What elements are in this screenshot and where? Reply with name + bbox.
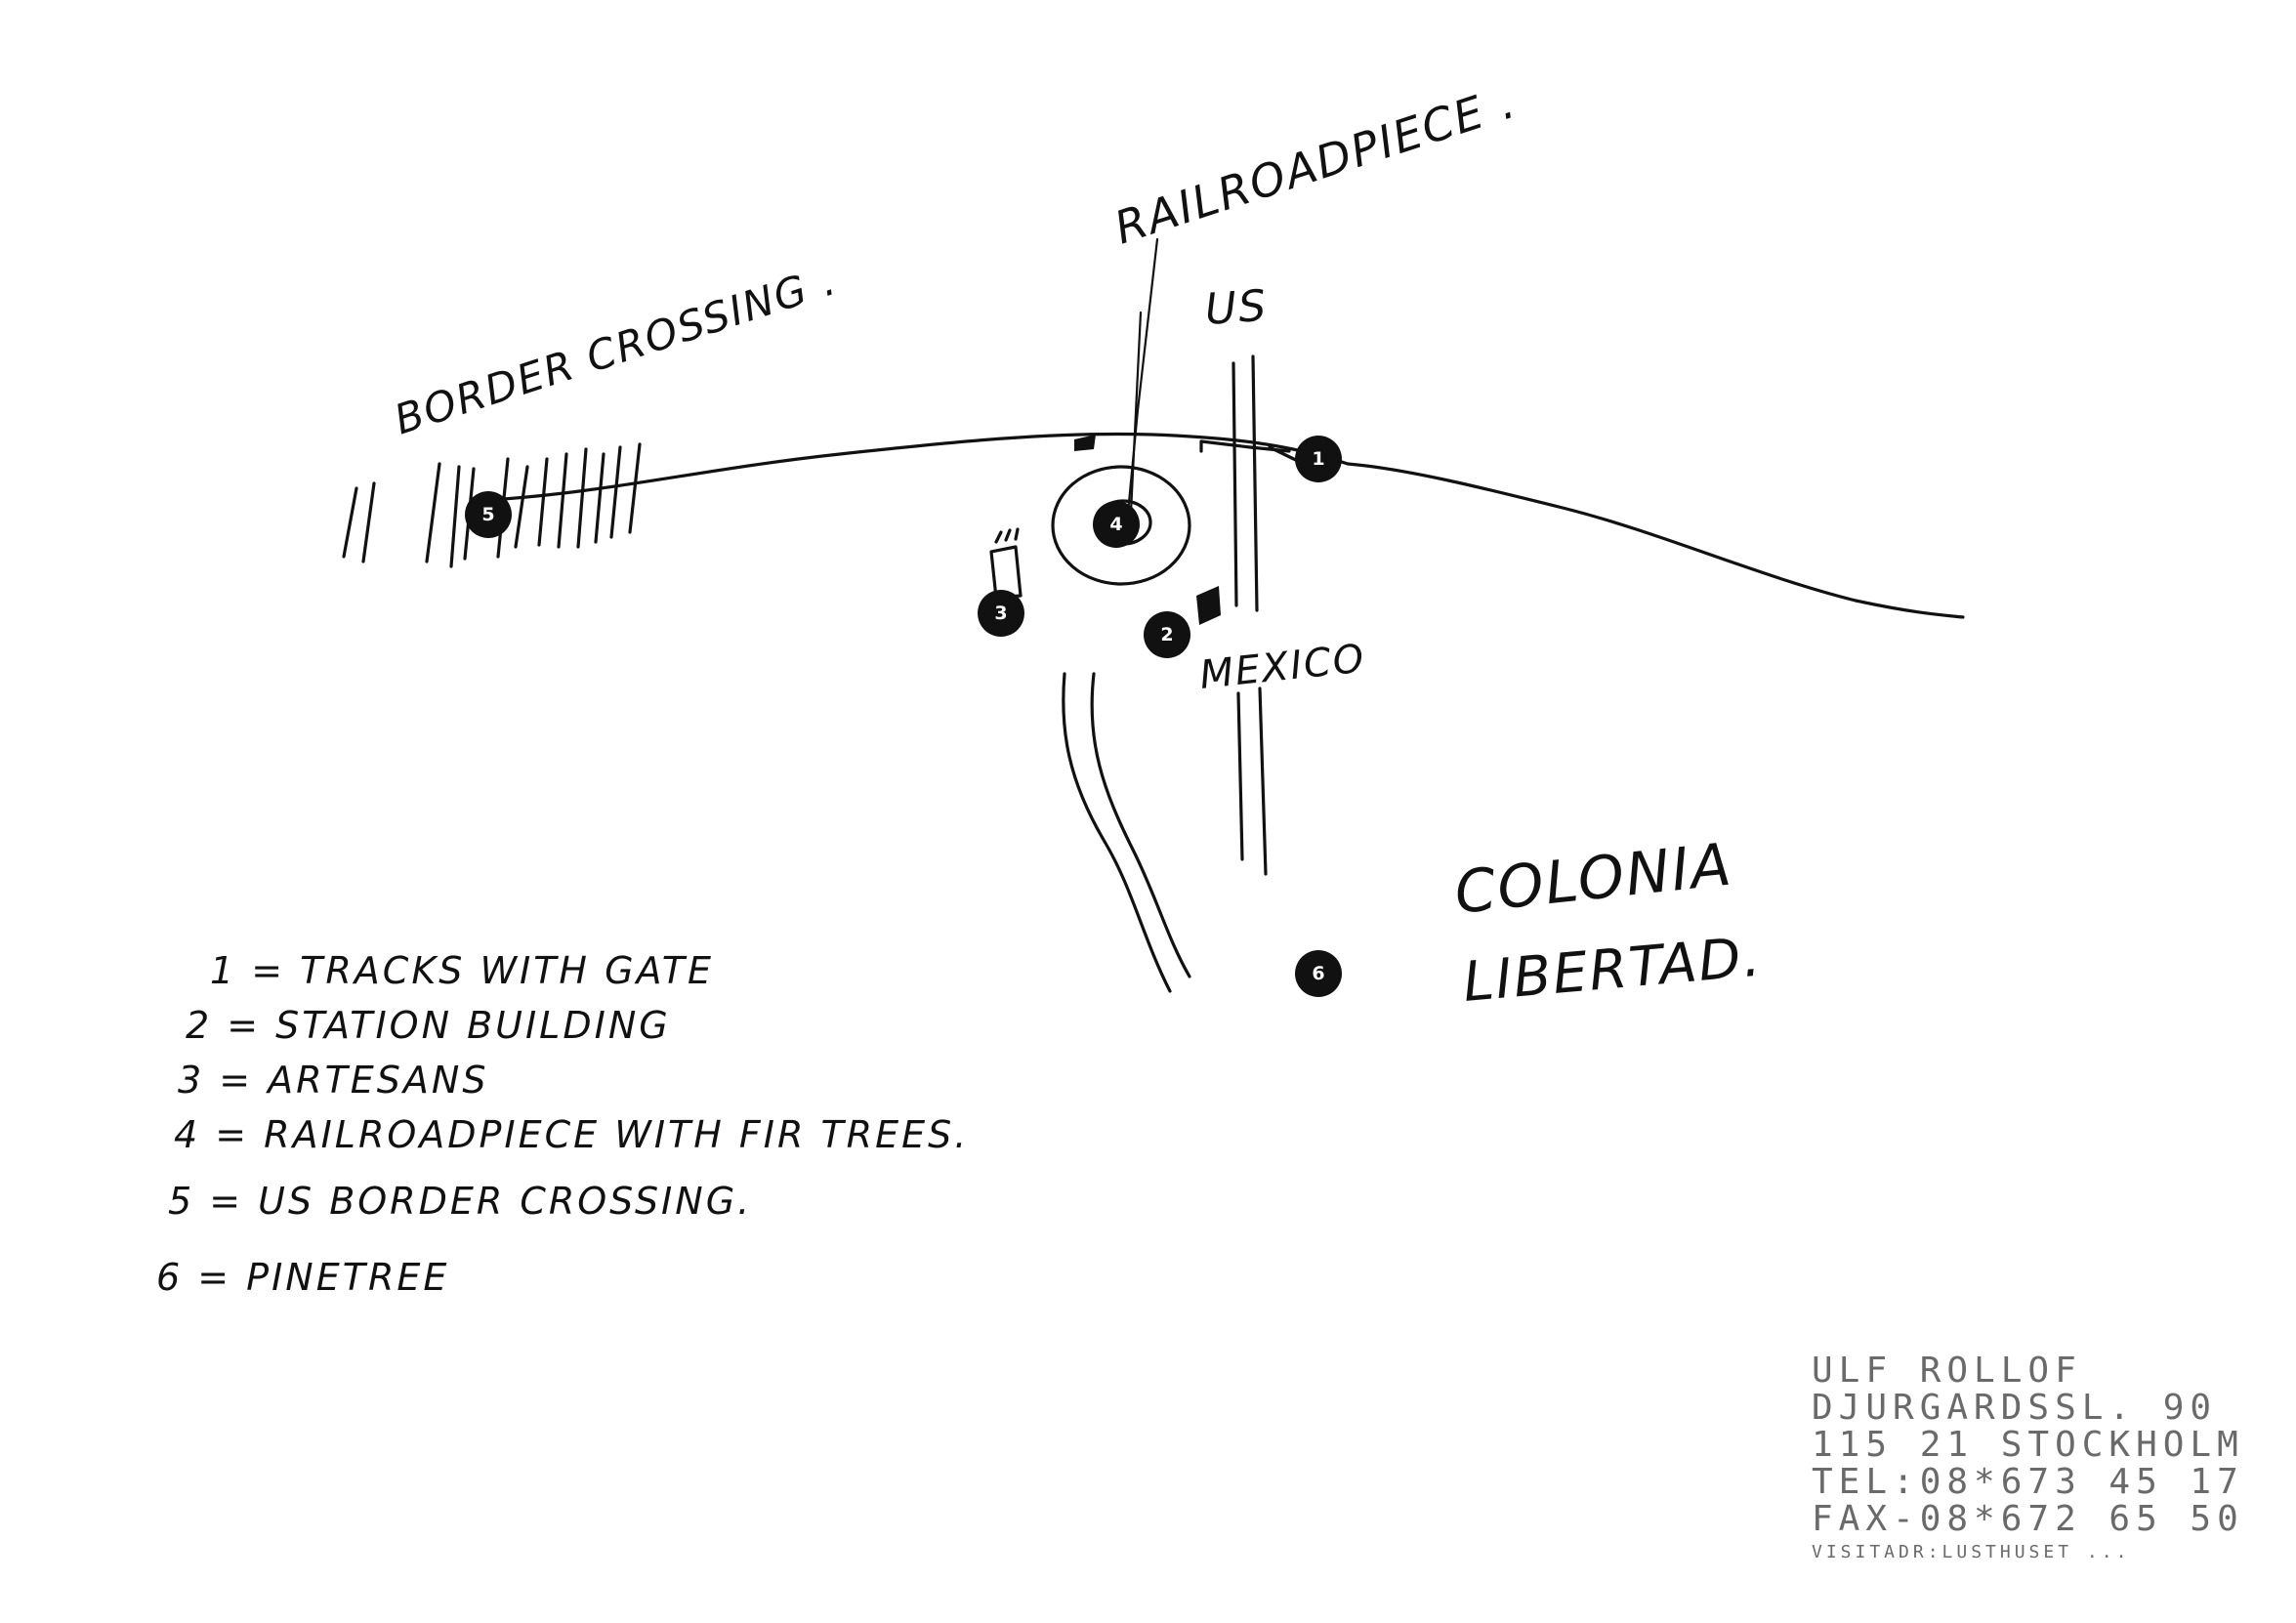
svg-text:3: 3 — [994, 603, 1007, 624]
small-building — [1074, 435, 1096, 451]
legend-item-1: 1 = TRACKS WITH GATE — [210, 949, 714, 992]
legend-item-6: 6 = PINETREE — [156, 1256, 450, 1299]
label-colonia-line2: LIBERTAD. — [1461, 925, 1765, 1014]
stamp-phone: TEL:08*673 45 17 — [1812, 1462, 2244, 1502]
rail-tracks-south — [1236, 687, 1268, 876]
svg-text:1: 1 — [1312, 448, 1324, 470]
address-stamp: ULF ROLLOF DJURGARDSSL. 90 115 21 STOCKH… — [1812, 1351, 2244, 1567]
railroadpiece-outer-ring — [1051, 465, 1191, 586]
legend-item-5: 5 = US BORDER CROSSING. — [168, 1180, 753, 1223]
railroadpiece-pointer — [1126, 237, 1159, 515]
border-line — [486, 432, 1965, 619]
artesans-sketch — [989, 527, 1023, 600]
stamp-visit-address: VISITADR:LUSTHUSET ... — [1812, 1542, 2131, 1562]
label-mexico: MEXICO — [1197, 636, 1367, 698]
road-right — [1090, 672, 1191, 978]
gate-sketch — [1199, 439, 1306, 466]
marker-4: 4 — [1093, 501, 1140, 548]
marker-6: 6 — [1295, 950, 1342, 997]
rail-tracks-north — [1231, 354, 1259, 612]
marker-2: 2 — [1144, 611, 1190, 658]
svg-text:5: 5 — [481, 504, 494, 525]
label-us: US — [1203, 281, 1270, 335]
legend-item-4: 4 = RAILROADPIECE WITH FIR TREES. — [174, 1113, 970, 1156]
station-building — [1196, 586, 1221, 625]
marker-5: 5 — [465, 491, 512, 538]
label-colonia-line1: COLONIA — [1451, 830, 1735, 927]
label-railroadpiece: RAILROADPIECE . — [1108, 75, 1523, 255]
svg-text:6: 6 — [1312, 963, 1324, 984]
legend-item-2: 2 = STATION BUILDING — [186, 1004, 671, 1047]
legend: 1 = TRACKS WITH GATE 2 = STATION BUILDIN… — [146, 952, 1025, 1296]
svg-text:2: 2 — [1160, 624, 1173, 645]
stamp-fax: FAX-08*672 65 50 — [1812, 1499, 2244, 1539]
marker-3: 3 — [978, 590, 1024, 637]
marker-1: 1 — [1295, 436, 1342, 482]
svg-text:4: 4 — [1109, 514, 1122, 535]
stamp-street: DJURGARDSSL. 90 — [1812, 1388, 2218, 1428]
label-border-crossing: BORDER CROSSING . — [389, 256, 843, 444]
legend-item-3: 3 = ARTESANS — [178, 1059, 489, 1102]
stamp-city: 115 21 STOCKHOLM — [1812, 1425, 2244, 1465]
road-left — [1062, 672, 1172, 993]
stamp-name: ULF ROLLOF — [1812, 1351, 2082, 1391]
railroadpiece-pointer-2 — [1129, 311, 1143, 515]
